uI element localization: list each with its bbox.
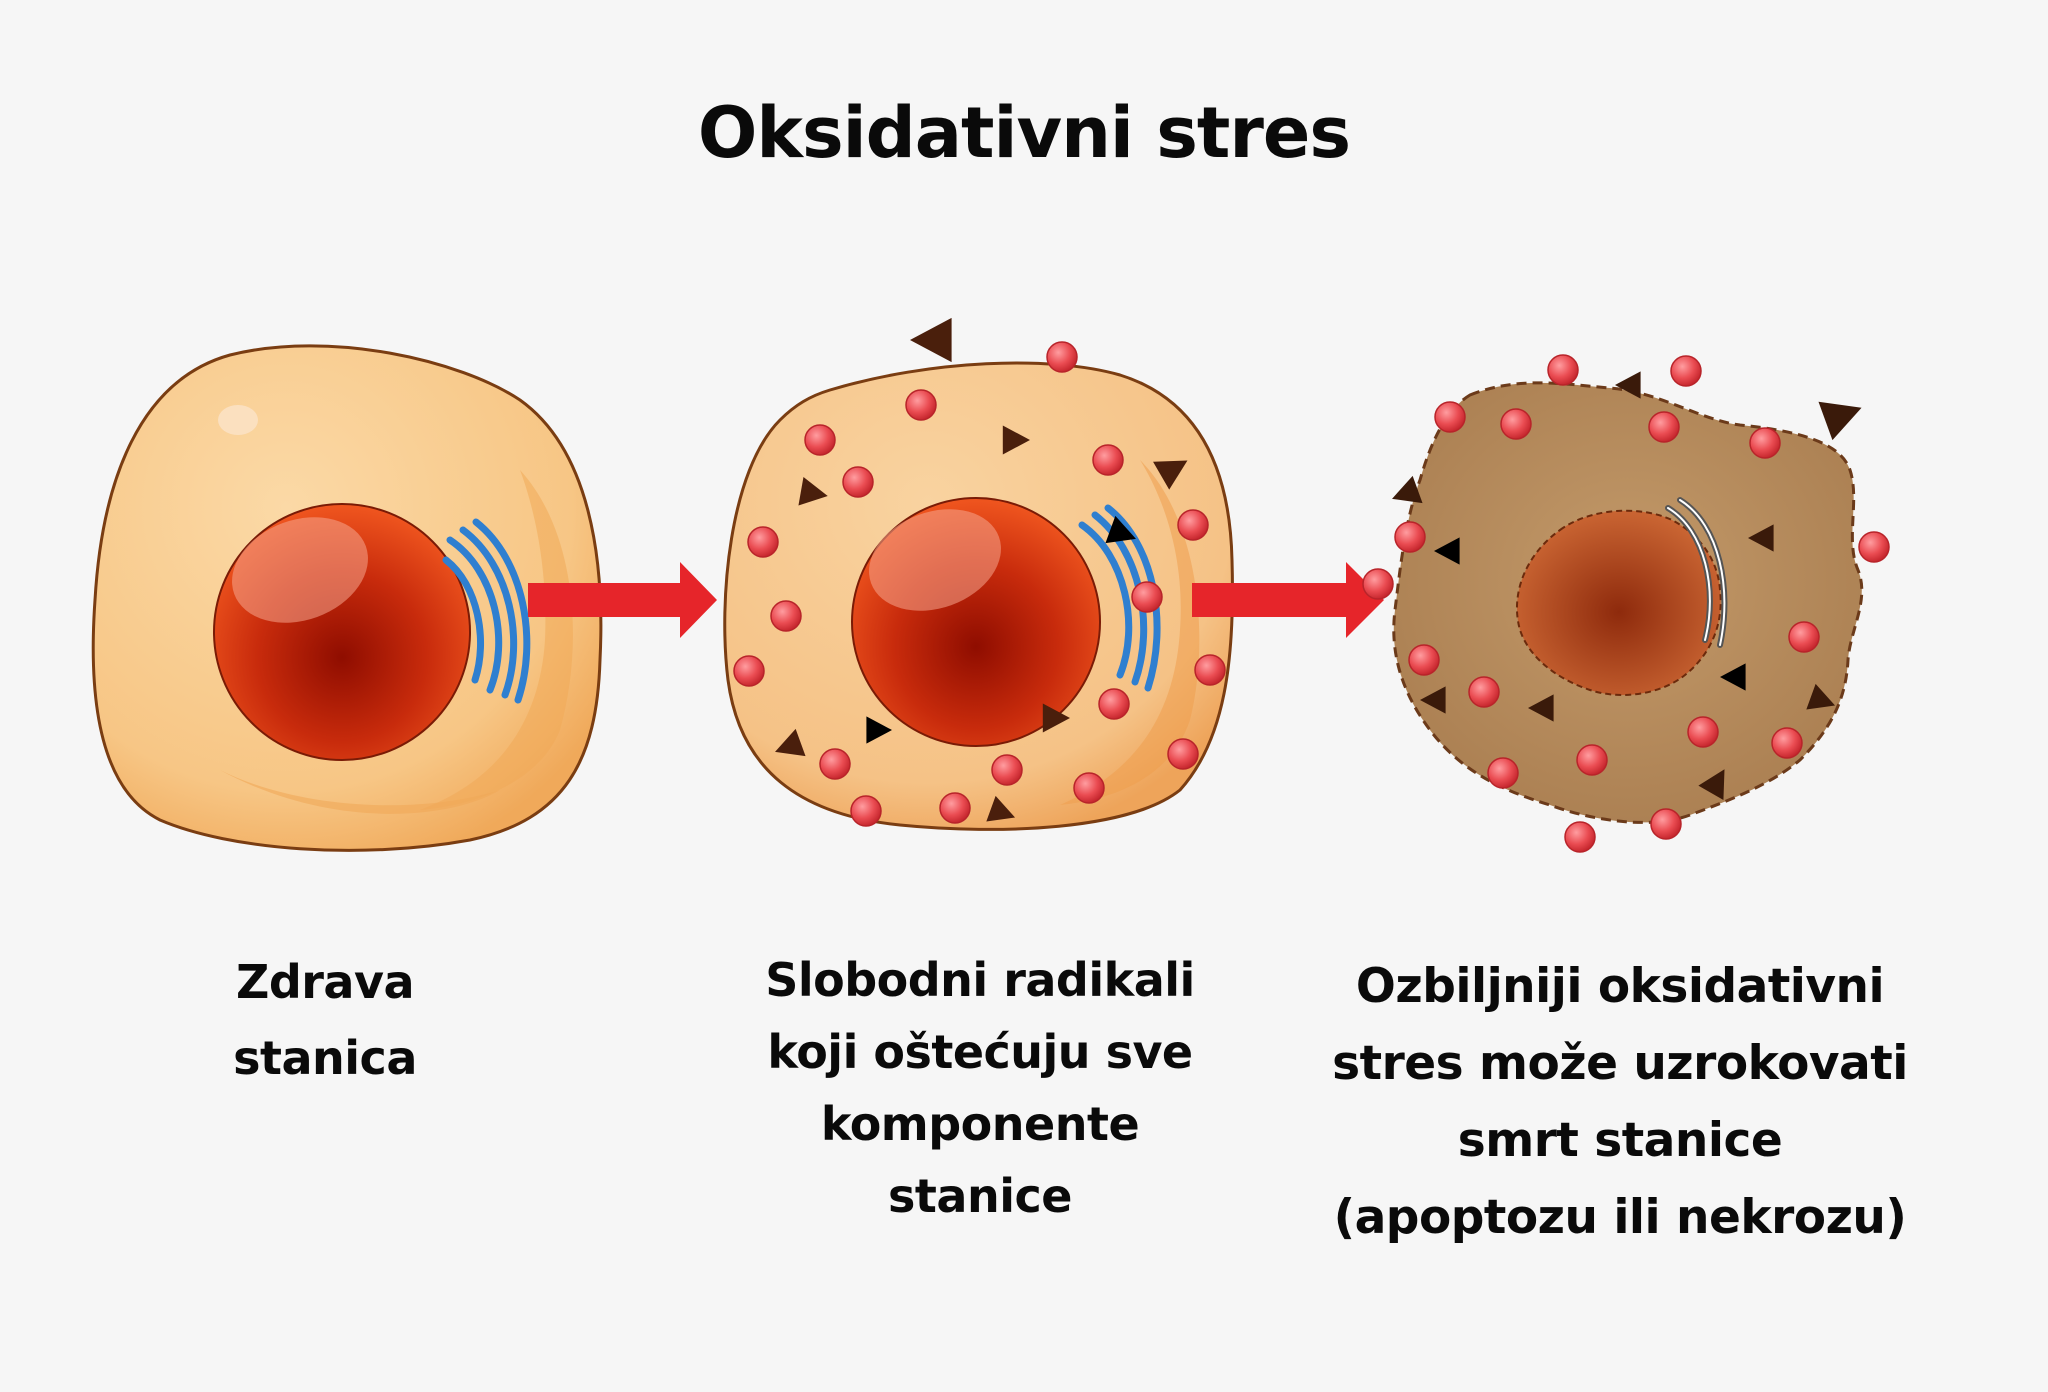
damage-marker-icon (1748, 524, 1774, 552)
damage-marker-icon (1392, 475, 1423, 504)
free-radical-icon (770, 600, 802, 632)
free-radical-icon (1167, 738, 1199, 770)
free-radical-icon (1648, 411, 1680, 443)
free-radical-icon (1434, 401, 1466, 433)
free-radical-icon (1771, 727, 1803, 759)
damage-marker-icon (866, 716, 892, 744)
free-radical-icon (1362, 568, 1394, 600)
free-radical-icon (991, 754, 1023, 786)
free-radical-icon (905, 389, 937, 421)
damage-marker-icon (1434, 537, 1460, 565)
damage-marker-icon (775, 728, 806, 757)
damage-marker-icon (1698, 769, 1725, 801)
caption-free-radicals: Slobodni radikali koji oštećuju sve komp… (720, 944, 1240, 1232)
caption-line: Zdrava (235, 955, 415, 1009)
damage-marker-icon (1042, 703, 1070, 733)
free-radical-icon (1650, 808, 1682, 840)
damage-marker-icon (1806, 683, 1836, 710)
free-radical-icon (819, 748, 851, 780)
damage-marker-icon (1720, 663, 1746, 691)
damage-marker-icon (910, 317, 952, 363)
arrow-icon (528, 562, 717, 638)
fragmented-nucleus (1516, 509, 1722, 696)
damage-marker-icon (1420, 686, 1446, 714)
damage-marker-icon (1153, 460, 1188, 490)
damage-marker-icon (1615, 371, 1641, 399)
caption-line: komponente (820, 1097, 1140, 1151)
healthy-cell (91, 344, 603, 852)
damage-marker-icon (1818, 401, 1862, 441)
free-radical-icon (1487, 757, 1519, 789)
free-radical-icon (1394, 521, 1426, 553)
free-radical-icon (1670, 355, 1702, 387)
dying-cell (1392, 381, 1864, 824)
caption-line: (apoptozu ili nekrozu) (1333, 1190, 1907, 1245)
caption-healthy-cell: Zdrava stanica (170, 944, 480, 1096)
free-radical-icon (1858, 531, 1890, 563)
damage-marker-icon (1528, 694, 1554, 722)
free-radical-icon (1073, 772, 1105, 804)
free-radical-icon (850, 795, 882, 827)
free-radical-icon (1098, 688, 1130, 720)
free-radical-icon (1576, 744, 1608, 776)
damage-marker-icon (1105, 515, 1136, 544)
caption-cell-death: Ozbiljniji oksidativni stres može uzroko… (1280, 948, 1960, 1256)
free-radical-icon (1468, 676, 1500, 708)
diagram-title: Oksidativni stres (697, 92, 1351, 174)
free-radical-icon (1177, 509, 1209, 541)
free-radicals (733, 341, 1890, 853)
golgi-icon (442, 518, 531, 704)
damage-marker-icon (798, 476, 828, 506)
free-radical-icon (1788, 621, 1820, 653)
arrow-icon (1192, 562, 1384, 638)
free-radical-icon (1547, 354, 1579, 386)
free-radical-icon (1131, 581, 1163, 613)
caption-line: smrt stanice (1457, 1113, 1783, 1168)
free-radical-icon (842, 466, 874, 498)
free-radical-icon (939, 792, 971, 824)
free-radical-icon (747, 526, 779, 558)
free-radical-icon (1046, 341, 1078, 373)
damage-markers (775, 317, 1862, 822)
free-radical-icon (804, 424, 836, 456)
caption-line: stanica (233, 1031, 417, 1085)
free-radical-icon (1194, 654, 1226, 686)
caption-line: stanice (888, 1169, 1072, 1223)
free-radical-icon (1500, 408, 1532, 440)
caption-line: Slobodni radikali (765, 953, 1195, 1007)
caption-line: stres može uzrokovati (1332, 1036, 1908, 1091)
free-radical-icon (1564, 821, 1596, 853)
damage-marker-icon (986, 795, 1016, 822)
damage-marker-icon (1002, 425, 1030, 455)
caption-line: Ozbiljniji oksidativni (1355, 959, 1885, 1014)
free-radical-icon (1687, 716, 1719, 748)
caption-line: koji oštećuju sve (767, 1025, 1193, 1079)
free-radical-icon (1092, 444, 1124, 476)
free-radical-icon (733, 655, 765, 687)
free-radical-icon (1749, 427, 1781, 459)
free-radical-icon (1408, 644, 1440, 676)
